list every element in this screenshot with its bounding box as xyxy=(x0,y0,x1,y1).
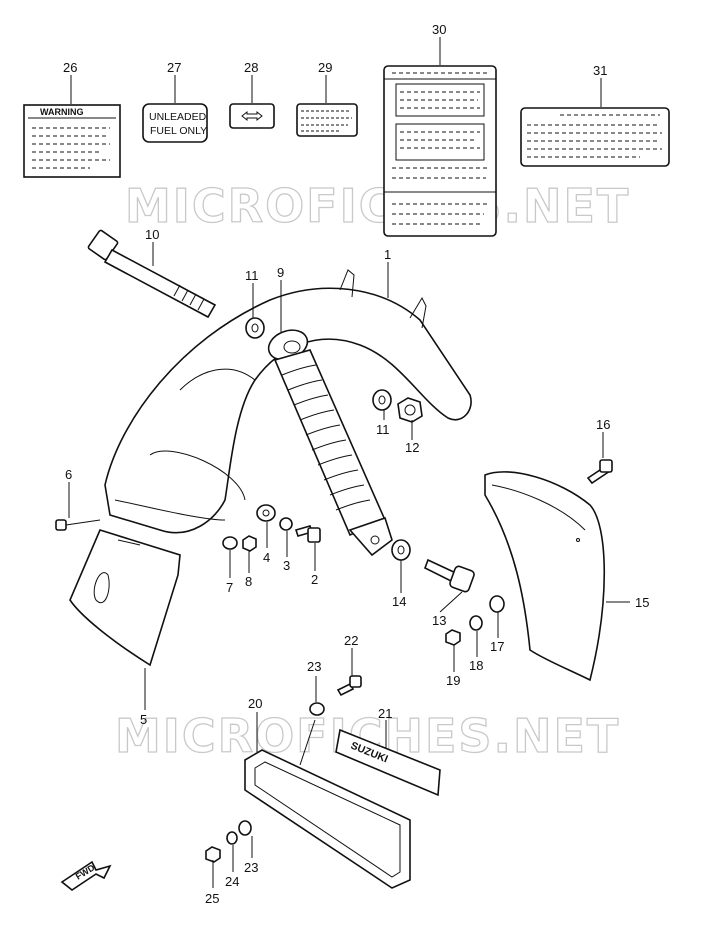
washer-7 xyxy=(222,536,238,550)
svg-text:UNLEADED: UNLEADED xyxy=(149,111,207,123)
watermark-top: MICROFICHES.NET xyxy=(125,179,630,233)
lock-washer-3 xyxy=(279,517,293,531)
callout-21: 21 xyxy=(378,706,392,721)
washer-14 xyxy=(391,539,411,561)
callout-16: 16 xyxy=(596,417,610,432)
bolt-6 xyxy=(55,519,101,531)
callout-28: 28 xyxy=(244,60,258,75)
callout-23-bottom: 23 xyxy=(244,860,258,875)
callout-11-mid: 11 xyxy=(376,422,390,437)
callout-31: 31 xyxy=(593,63,607,78)
washer-23a xyxy=(309,702,325,716)
callout-26: 26 xyxy=(63,60,77,75)
callout-17: 17 xyxy=(490,639,504,654)
unleaded-fuel-label: UNLEADED FUEL ONLY xyxy=(142,103,208,143)
callout-27: 27 xyxy=(167,60,181,75)
callout-22: 22 xyxy=(344,633,358,648)
fwd-arrow-icon: FWD xyxy=(60,860,112,891)
wide-info-label xyxy=(520,107,670,167)
nut-8 xyxy=(242,535,257,552)
callout-6: 6 xyxy=(65,467,72,482)
callout-24: 24 xyxy=(225,874,239,889)
callout-1: 1 xyxy=(384,247,391,262)
warning-label-sticker: WARNING xyxy=(23,104,121,178)
arrow-label xyxy=(229,103,275,129)
long-bolt xyxy=(87,229,217,319)
bolt-22 xyxy=(336,675,362,697)
callout-3: 3 xyxy=(283,558,290,573)
callout-10: 10 xyxy=(145,227,159,242)
callout-25: 25 xyxy=(205,891,219,906)
callout-12: 12 xyxy=(405,440,419,455)
washer-17 xyxy=(489,595,505,613)
washer-11a xyxy=(245,317,265,339)
callout-29: 29 xyxy=(318,60,332,75)
mudflap xyxy=(69,529,181,667)
callout-13: 13 xyxy=(432,613,446,628)
rear-fender-rear-piece xyxy=(484,471,606,682)
nut-25 xyxy=(205,846,221,863)
callout-5: 5 xyxy=(140,712,147,727)
nut-19 xyxy=(445,629,461,646)
callout-2: 2 xyxy=(311,572,318,587)
callout-19: 19 xyxy=(446,673,460,688)
callout-8: 8 xyxy=(245,574,252,589)
washer-11b xyxy=(372,389,392,411)
callout-7: 7 xyxy=(226,580,233,595)
svg-text:FUEL ONLY: FUEL ONLY xyxy=(150,125,207,137)
callout-20: 20 xyxy=(248,696,262,711)
callout-4: 4 xyxy=(263,550,270,565)
svg-text:WARNING: WARNING xyxy=(40,107,84,117)
callout-14: 14 xyxy=(392,594,406,609)
callout-11-top: 11 xyxy=(245,268,259,283)
nut-12 xyxy=(397,397,423,423)
washer-18 xyxy=(469,615,483,631)
rear-fender xyxy=(104,269,472,534)
tall-info-label xyxy=(383,65,497,237)
callout-30: 30 xyxy=(432,22,446,37)
washer-24 xyxy=(226,831,238,845)
callout-23-top: 23 xyxy=(307,659,321,674)
callout-9: 9 xyxy=(277,265,284,280)
bolt-13 xyxy=(423,558,475,593)
rear-shock-absorber xyxy=(267,329,393,557)
info-label-small xyxy=(296,103,358,137)
bolt-16 xyxy=(586,459,613,485)
bolt-2 xyxy=(294,525,321,543)
washer-23b xyxy=(238,820,252,836)
license-plate-bracket xyxy=(244,719,411,889)
callout-18: 18 xyxy=(469,658,483,673)
callout-15: 15 xyxy=(635,595,649,610)
washer-4 xyxy=(256,504,276,522)
